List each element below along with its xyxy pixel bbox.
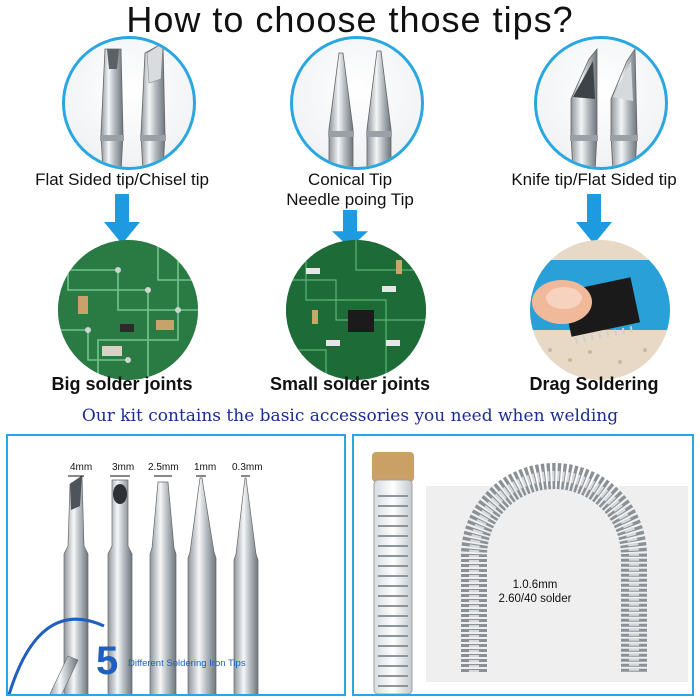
chisel-tip-icon [62, 36, 196, 170]
tip-label: Conical Tip [307, 170, 393, 189]
joint-label: Big solder joints [51, 374, 193, 394]
tip-count: 5 [96, 639, 119, 683]
arrow-down-icon [576, 194, 612, 244]
size-label-4mm: 4mm [70, 462, 93, 473]
solder-spec: 1.0.6mm 2.60/40 solder [470, 578, 600, 606]
size-label-1mm: 1mm [194, 462, 217, 473]
kit-banner: Our kit contains the basic accessories y… [81, 406, 619, 426]
pcb-board-with-chip-image [286, 240, 426, 380]
pcb-board-image [58, 240, 198, 380]
joint-label: Drag Soldering [529, 374, 659, 394]
chip-held-by-finger-image [530, 240, 670, 380]
solder-spec-line-1: 1.0.6mm [512, 579, 558, 591]
soldering-tips-image [8, 475, 259, 694]
size-label-3mm: 3mm [112, 462, 135, 473]
tip-count-caption: Different Soldering Iron Tips [128, 658, 246, 669]
size-label-2-5mm: 2.5mm [148, 462, 179, 473]
tip-guide-chisel: Flat Sided tip/Chisel tip Big solder joi… [12, 36, 232, 406]
conical-tip-icon [290, 36, 424, 170]
tips-panel: 4mm 3mm 2.5mm 1mm 0.3mm 5 Different Sold… [6, 434, 346, 696]
tip-guide-conical: Conical Tip Needle poing Tip Small solde… [240, 36, 460, 406]
arrow-down-icon [104, 194, 140, 244]
page-title: How to choose those tips? [126, 0, 574, 40]
arrow-down-icon [332, 210, 368, 248]
solder-spec-line-2: 2.60/40 solder [498, 593, 572, 605]
solder-wire-image [372, 452, 688, 694]
joint-label: Small solder joints [269, 374, 431, 394]
tip-label: Flat Sided tip/Chisel tip [35, 170, 209, 189]
knife-tip-icon [534, 36, 668, 170]
tip-label: Knife tip/Flat Sided tip [511, 170, 677, 189]
tip-guide-knife: Knife tip/Flat Sided tip Drag Soldering [484, 36, 700, 406]
tip-label-secondary: Needle poing Tip [286, 190, 414, 209]
solder-panel [352, 434, 694, 696]
size-label-0-3mm: 0.3mm [232, 462, 263, 473]
